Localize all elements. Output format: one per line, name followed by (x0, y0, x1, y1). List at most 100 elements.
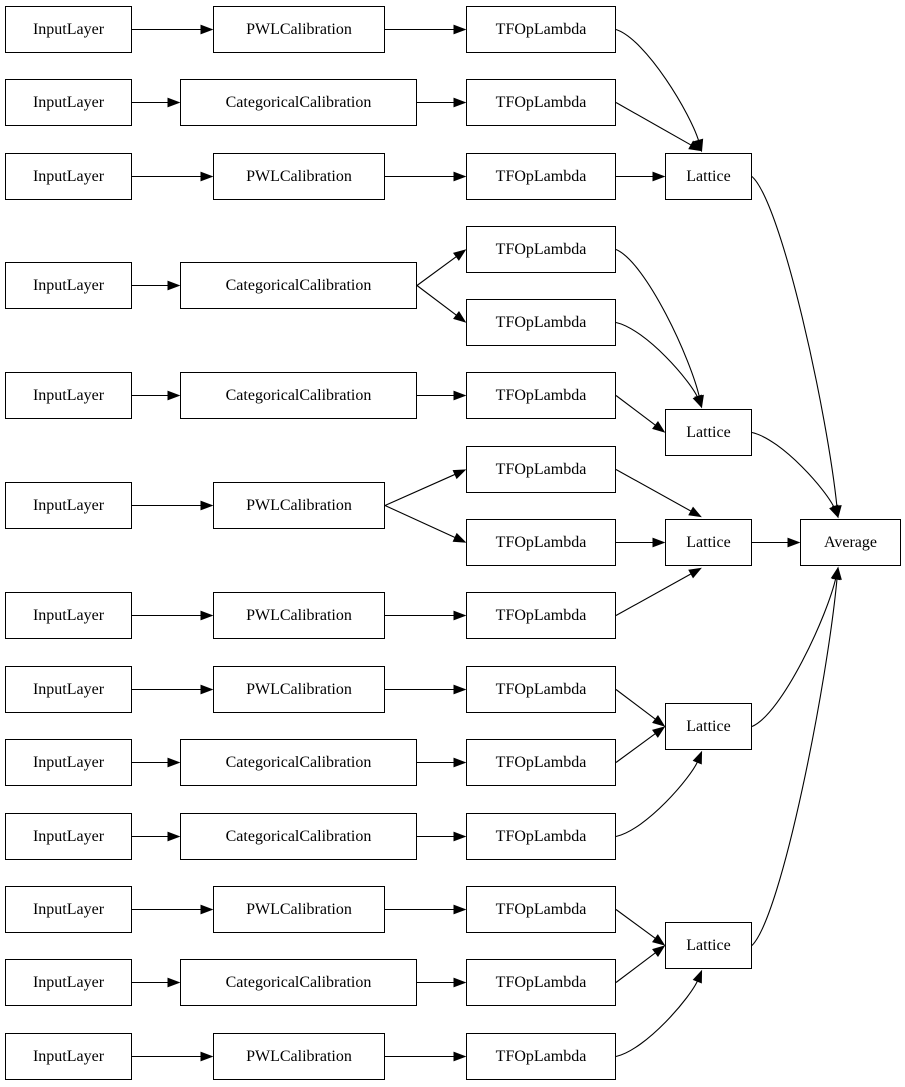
input-layer-node[interactable]: InputLayer (5, 153, 132, 200)
tfoplambda-node[interactable]: TFOpLambda (466, 446, 616, 493)
edge-line (751, 176, 838, 509)
calibration-node[interactable]: CategoricalCalibration (180, 79, 417, 126)
input-layer-node[interactable]: InputLayer (5, 886, 132, 933)
input-layer-node[interactable]: InputLayer (5, 739, 132, 786)
edge-line (751, 576, 837, 728)
tfoplambda-node[interactable]: TFOpLambda (466, 372, 616, 419)
edge-arrowhead (693, 138, 704, 153)
edge-line (615, 248, 701, 399)
edge-arrowhead (453, 171, 467, 182)
input-layer-node[interactable]: InputLayer (5, 6, 132, 53)
edge-arrowhead (200, 904, 214, 915)
edge-arrowhead (200, 1051, 214, 1062)
edge-arrowhead (692, 394, 703, 409)
input-layer-node[interactable]: InputLayer (5, 79, 132, 126)
tfoplambda-node[interactable]: TFOpLambda (466, 813, 616, 860)
lattice-node[interactable]: Lattice (665, 922, 752, 969)
average-node[interactable]: Average (800, 519, 901, 566)
calibration-node[interactable]: CategoricalCalibration (180, 813, 417, 860)
edge-line (615, 321, 699, 399)
edge-arrowhead (688, 567, 702, 579)
tfoplambda-node[interactable]: TFOpLambda (466, 1033, 616, 1080)
edge-arrowhead (200, 684, 214, 695)
edge-arrowhead (167, 97, 181, 108)
edge-line (384, 473, 458, 507)
edge-arrowhead (167, 977, 181, 988)
input-layer-node[interactable]: InputLayer (5, 813, 132, 860)
edge-arrowhead (452, 469, 467, 480)
edge-line (615, 731, 658, 763)
edge-arrowhead (453, 904, 467, 915)
edge-arrowhead (832, 566, 842, 580)
edge-arrowhead (652, 715, 666, 727)
edge-arrowhead (652, 171, 666, 182)
edge-line (615, 395, 658, 427)
calibration-node[interactable]: CategoricalCalibration (180, 372, 417, 419)
calibration-node[interactable]: PWLCalibration (213, 592, 385, 639)
tfoplambda-node[interactable]: TFOpLambda (466, 519, 616, 566)
edge-arrowhead (694, 394, 704, 409)
tfoplambda-node[interactable]: TFOpLambda (466, 6, 616, 53)
tfoplambda-node[interactable]: TFOpLambda (466, 299, 616, 346)
input-layer-node[interactable]: InputLayer (5, 1033, 132, 1080)
calibration-node[interactable]: PWLCalibration (213, 1033, 385, 1080)
tfoplambda-node[interactable]: TFOpLambda (466, 666, 616, 713)
edge-arrowhead (692, 750, 703, 765)
edge-arrowhead (453, 311, 467, 323)
calibration-node[interactable]: PWLCalibration (213, 886, 385, 933)
calibration-node[interactable]: PWLCalibration (213, 666, 385, 713)
input-layer-node[interactable]: InputLayer (5, 592, 132, 639)
lattice-node[interactable]: Lattice (665, 153, 752, 200)
tfoplambda-node[interactable]: TFOpLambda (466, 886, 616, 933)
calibration-node[interactable]: CategoricalCalibration (180, 262, 417, 309)
input-layer-node[interactable]: InputLayer (5, 372, 132, 419)
edge-arrowhead (453, 249, 467, 261)
lattice-node[interactable]: Lattice (665, 703, 752, 750)
tfoplambda-node[interactable]: TFOpLambda (466, 226, 616, 273)
lattice-node[interactable]: Lattice (665, 409, 752, 456)
edge-arrowhead (167, 757, 181, 768)
calibration-node[interactable]: CategoricalCalibration (180, 959, 417, 1006)
edge-arrowhead (831, 505, 842, 519)
edge-arrowhead (200, 24, 214, 35)
edge-line (615, 102, 694, 147)
edge-arrowhead (452, 532, 467, 543)
edge-line (615, 760, 699, 838)
input-layer-node[interactable]: InputLayer (5, 959, 132, 1006)
edge-line (615, 909, 658, 941)
edge-arrowhead (453, 24, 467, 35)
edge-arrowhead (652, 421, 666, 433)
calibration-node[interactable]: PWLCalibration (213, 482, 385, 529)
calibration-node[interactable]: CategoricalCalibration (180, 739, 417, 786)
edge-line (416, 285, 459, 317)
input-layer-node[interactable]: InputLayer (5, 262, 132, 309)
edge-line (615, 951, 658, 983)
tfoplambda-node[interactable]: TFOpLambda (466, 153, 616, 200)
calibration-node[interactable]: PWLCalibration (213, 153, 385, 200)
edge-arrowhead (453, 390, 467, 401)
tfoplambda-node[interactable]: TFOpLambda (466, 79, 616, 126)
edge-line (615, 572, 694, 616)
edge-arrowhead (453, 684, 467, 695)
edge-arrowhead (167, 831, 181, 842)
input-layer-node[interactable]: InputLayer (5, 666, 132, 713)
tfoplambda-node[interactable]: TFOpLambda (466, 959, 616, 1006)
edge-line (615, 469, 694, 513)
input-layer-node[interactable]: InputLayer (5, 482, 132, 529)
edge-arrowhead (829, 504, 839, 519)
edge-line (751, 431, 836, 509)
tfoplambda-node[interactable]: TFOpLambda (466, 592, 616, 639)
calibration-node[interactable]: PWLCalibration (213, 6, 385, 53)
lattice-node[interactable]: Lattice (665, 519, 752, 566)
edge-arrowhead (453, 977, 467, 988)
edge-arrowhead (652, 934, 666, 946)
edge-arrowhead (652, 945, 666, 957)
edge-line (751, 576, 838, 946)
edge-arrowhead (453, 757, 467, 768)
edge-arrowhead (453, 610, 467, 621)
edge-arrowhead (167, 390, 181, 401)
tfoplambda-node[interactable]: TFOpLambda (466, 739, 616, 786)
edge-arrowhead (692, 969, 703, 984)
edge-line (615, 28, 700, 143)
